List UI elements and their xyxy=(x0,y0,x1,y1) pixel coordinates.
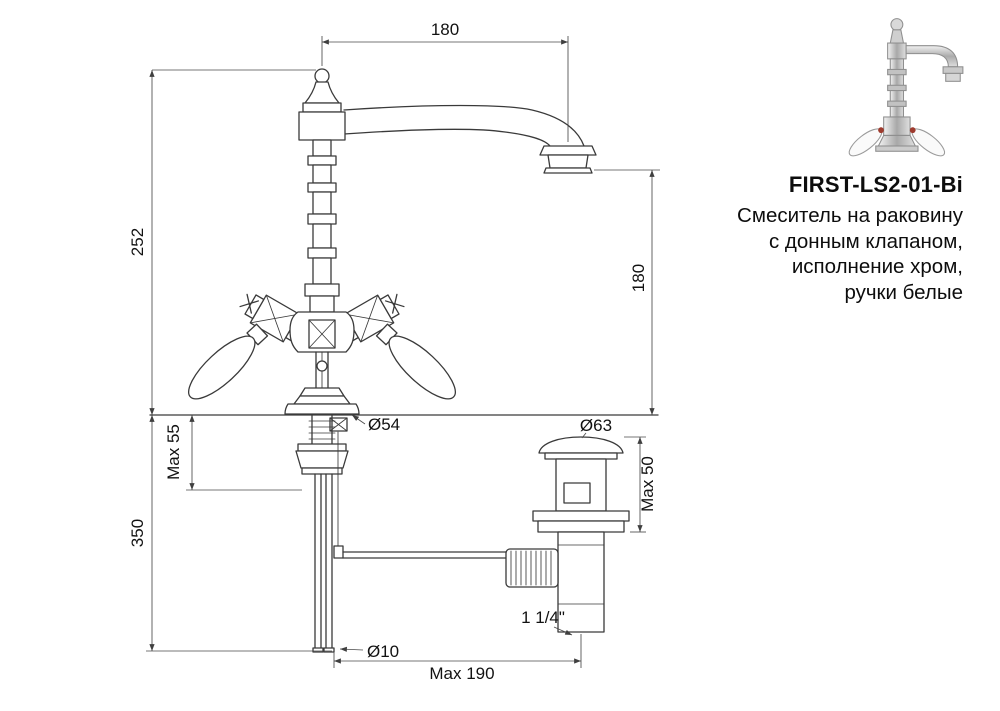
faucet-top-finial xyxy=(298,68,346,141)
product-model: FIRST-LS2-01-Bi xyxy=(788,172,963,197)
faucet-drawing xyxy=(149,68,659,653)
dim-spout-reach: 180 xyxy=(321,20,569,142)
dim-label-drain-thread-size: 1 1/4" xyxy=(521,608,565,627)
dim-label-spout-reach: 180 xyxy=(431,20,459,39)
dim-drain-thread-size: 1 1/4" xyxy=(521,608,573,636)
dim-label-drain-flange-diameter: Ø63 xyxy=(580,416,612,435)
dim-label-drain-max-deck: Max 50 xyxy=(638,456,657,512)
product-description-line: ручки белые xyxy=(844,280,963,304)
thumb-finial-ball xyxy=(890,18,904,32)
dim-drain-flange-diameter: Ø63 xyxy=(580,416,612,439)
dim-label-supply-tube-diameter: Ø10 xyxy=(367,642,399,661)
product-info: FIRST-LS2-01-Bi Смеситель на раковину с … xyxy=(737,172,963,305)
dim-label-max-linkage-reach: Max 190 xyxy=(429,664,494,683)
dim-label-spout-outlet-height: 180 xyxy=(629,264,648,292)
pop-up-linkage xyxy=(333,431,509,559)
dim-spout-outlet-height: 180 xyxy=(594,169,660,415)
product-description-line: исполнение хром, xyxy=(791,255,963,278)
dim-max-deck-thickness: Max 55 xyxy=(164,415,302,491)
dim-drain-max-deck: Max 50 xyxy=(624,436,657,533)
dim-label-base-diameter: Ø54 xyxy=(368,415,400,434)
dimension-annotations: 180 252 180 Max 55 350 Ø54 xyxy=(128,20,660,683)
dim-overall-height: 252 xyxy=(128,69,316,415)
product-description-line: с донным клапаном, xyxy=(768,229,963,253)
dim-supply-length: 350 xyxy=(128,415,332,652)
right-handle-lever xyxy=(375,323,456,400)
faucet-spout xyxy=(343,104,597,174)
product-description-line: Смеситель на раковину xyxy=(737,204,963,227)
faucet-column xyxy=(304,139,340,313)
right-handle xyxy=(336,293,456,400)
product-photo xyxy=(848,18,964,157)
faucet-base xyxy=(284,387,360,415)
dim-label-max-deck-thickness: Max 55 xyxy=(164,424,183,480)
dim-max-linkage-reach: Max 190 xyxy=(333,634,582,683)
left-handle-lever xyxy=(188,323,269,400)
dim-base-diameter: Ø54 xyxy=(351,414,400,434)
mounting-hardware xyxy=(295,414,349,475)
thumb-spout xyxy=(905,45,959,68)
dim-label-supply-length: 350 xyxy=(128,519,147,547)
dim-label-overall-height: 252 xyxy=(128,228,147,256)
thumb-base xyxy=(877,134,917,147)
drain-assembly xyxy=(505,436,630,633)
drain-adjuster-knurl xyxy=(505,548,559,588)
supply-tubes xyxy=(312,473,335,653)
left-handle xyxy=(188,293,308,400)
dim-supply-tube-diameter: Ø10 xyxy=(339,642,399,661)
faucet-body xyxy=(289,311,355,389)
